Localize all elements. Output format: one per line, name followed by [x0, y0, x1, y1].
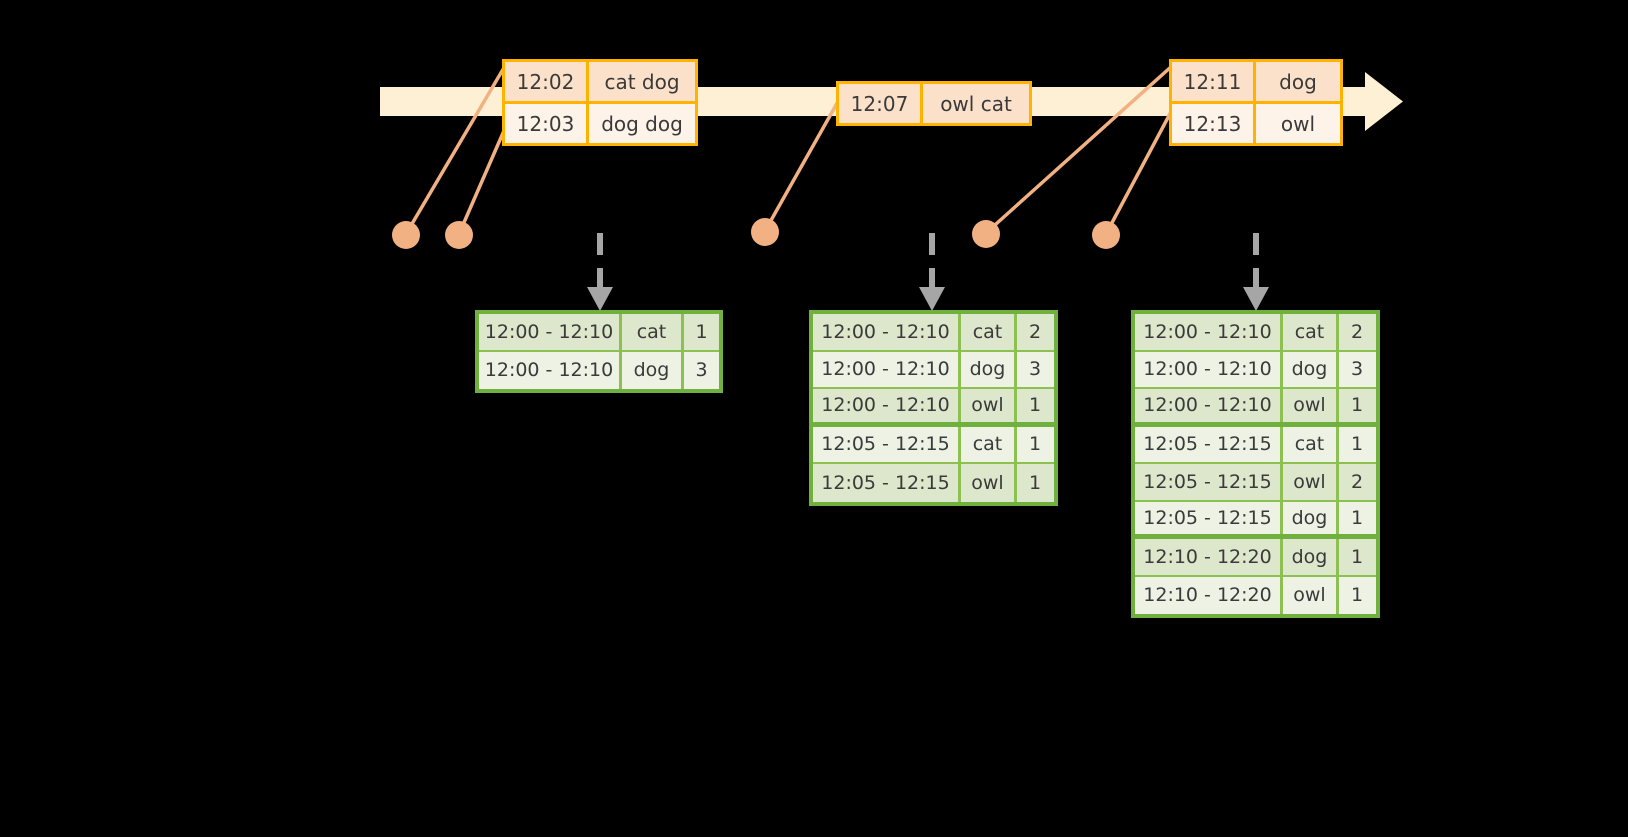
cell-window: 12:05 - 12:15	[1135, 426, 1283, 462]
event-words: dog dog	[601, 111, 683, 136]
cell-count: 3	[695, 359, 708, 382]
event-row: 12:02 cat dog	[505, 62, 695, 101]
cell-window: 12:00 - 12:10	[1135, 351, 1283, 387]
event-row: 12:07 owl cat	[839, 84, 1029, 123]
cell-window: 12:10 - 12:20	[1135, 539, 1283, 575]
event-words: cat dog	[604, 69, 680, 94]
cell-count: 1	[1350, 584, 1364, 607]
cell-count: 1	[1350, 433, 1364, 456]
cell-window: 12:00 - 12:10	[813, 351, 961, 387]
cell-word: cat	[1283, 314, 1339, 350]
event-words: dog	[1279, 69, 1317, 94]
event-time: 12:03	[505, 104, 589, 143]
cell-word: dog	[1283, 539, 1339, 575]
event-words: owl	[1280, 111, 1316, 136]
connector-5	[1104, 108, 1174, 236]
connector-3	[763, 96, 842, 233]
cell-window: 12:00 - 12:10	[1135, 314, 1283, 350]
cell-word: owl	[1283, 389, 1339, 422]
event-box-group-1: 12:02 cat dog 12:03 dog dog	[502, 59, 698, 146]
event-row: 12:13 owl	[1172, 101, 1340, 143]
flow-arrow-2	[919, 233, 945, 311]
cell-window: 12:00 - 12:10	[479, 314, 622, 350]
cell-count: 1	[1028, 471, 1042, 494]
cell-word: cat	[622, 314, 684, 350]
event-box-group-2: 12:07 owl cat	[836, 81, 1032, 126]
event-time: 12:07	[839, 84, 923, 123]
cell-word: owl	[1283, 464, 1339, 500]
dot-3	[751, 218, 779, 246]
cell-count: 1	[1028, 433, 1042, 456]
cell-word: owl	[1283, 576, 1339, 614]
cell-word: cat	[961, 314, 1017, 350]
cell-word: dog	[622, 351, 684, 389]
cell-window: 12:05 - 12:15	[1135, 501, 1283, 534]
cell-count: 2	[1028, 320, 1042, 343]
cell-window: 12:00 - 12:10	[1135, 389, 1283, 422]
cell-count: 1	[1028, 394, 1042, 417]
event-words: owl cat	[940, 91, 1012, 116]
cell-window: 12:05 - 12:15	[813, 464, 961, 502]
cell-count: 2	[1350, 320, 1364, 343]
dot-4	[972, 220, 1000, 248]
cell-word: owl	[961, 464, 1017, 502]
event-box-group-3: 12:11 dog 12:13 owl	[1169, 59, 1343, 146]
event-time: 12:02	[505, 62, 589, 101]
flow-arrow-1	[587, 233, 613, 311]
cell-count: 1	[1350, 545, 1364, 568]
cell-word: cat	[961, 426, 1017, 462]
cell-window: 12:05 - 12:15	[1135, 464, 1283, 500]
cell-count: 3	[1350, 358, 1364, 381]
cell-count: 3	[1028, 358, 1042, 381]
cell-word: dog	[1283, 351, 1339, 387]
cell-window: 12:05 - 12:15	[813, 426, 961, 462]
cell-count: 2	[1350, 470, 1364, 493]
event-dots	[392, 218, 1120, 249]
flow-arrow-3	[1243, 233, 1269, 311]
cell-window: 12:00 - 12:10	[813, 389, 961, 422]
connector-1	[404, 64, 507, 236]
event-row: 12:11 dog	[1172, 62, 1340, 101]
dot-1	[392, 221, 420, 249]
cell-count: 1	[695, 320, 708, 343]
event-time: 12:13	[1172, 104, 1256, 143]
flow-arrows	[587, 233, 1269, 311]
cell-word: cat	[1283, 426, 1339, 462]
cell-count: 1	[1350, 394, 1364, 417]
event-time: 12:11	[1172, 62, 1256, 101]
event-row: 12:03 dog dog	[505, 101, 695, 143]
cell-word: dog	[961, 351, 1017, 387]
dot-5	[1092, 221, 1120, 249]
cell-count: 1	[1350, 506, 1364, 529]
cell-window: 12:00 - 12:10	[479, 351, 622, 389]
cell-word: owl	[961, 389, 1017, 422]
cell-window: 12:10 - 12:20	[1135, 576, 1283, 614]
dot-2	[445, 221, 473, 249]
cell-window: 12:00 - 12:10	[813, 314, 961, 350]
cell-word: dog	[1283, 501, 1339, 534]
